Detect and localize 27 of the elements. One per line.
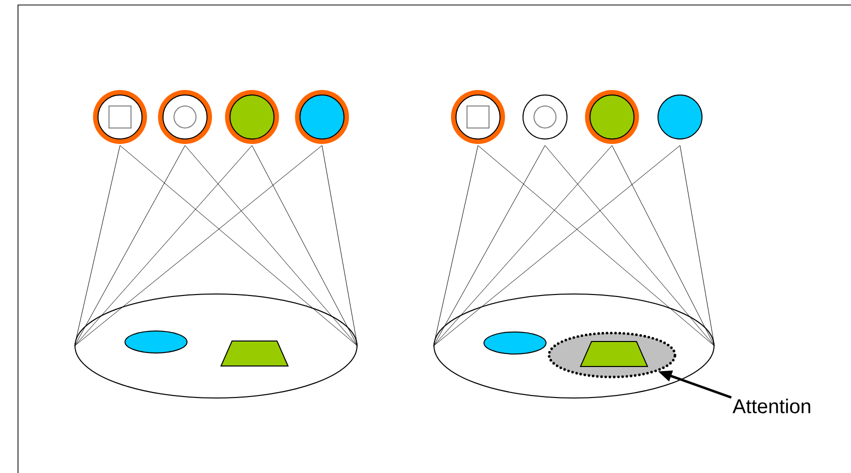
- ringed-circle: [93, 90, 147, 144]
- line: [544, 145, 715, 346]
- line: [612, 145, 715, 346]
- ellipse: [124, 330, 188, 354]
- line: [184, 145, 358, 346]
- ringed-circle: [158, 90, 212, 144]
- ringed-circle: [295, 90, 349, 144]
- circle: [658, 94, 702, 140]
- line: [74, 145, 120, 346]
- line: [433, 145, 478, 346]
- ringed-circle: [585, 90, 639, 144]
- line: [433, 145, 612, 346]
- line: [478, 145, 715, 346]
- ringed-circle: [225, 90, 279, 144]
- line: [74, 145, 252, 346]
- line: [433, 145, 680, 346]
- line: [433, 145, 546, 346]
- line: [74, 145, 186, 346]
- line: [680, 145, 715, 346]
- callout-label: Attention: [732, 398, 810, 414]
- line: [252, 145, 358, 346]
- line: [74, 145, 322, 346]
- ellipse: [484, 332, 546, 354]
- circle: [522, 94, 568, 140]
- ringed-circle: [451, 90, 505, 144]
- line: [322, 145, 358, 346]
- line: [120, 145, 358, 346]
